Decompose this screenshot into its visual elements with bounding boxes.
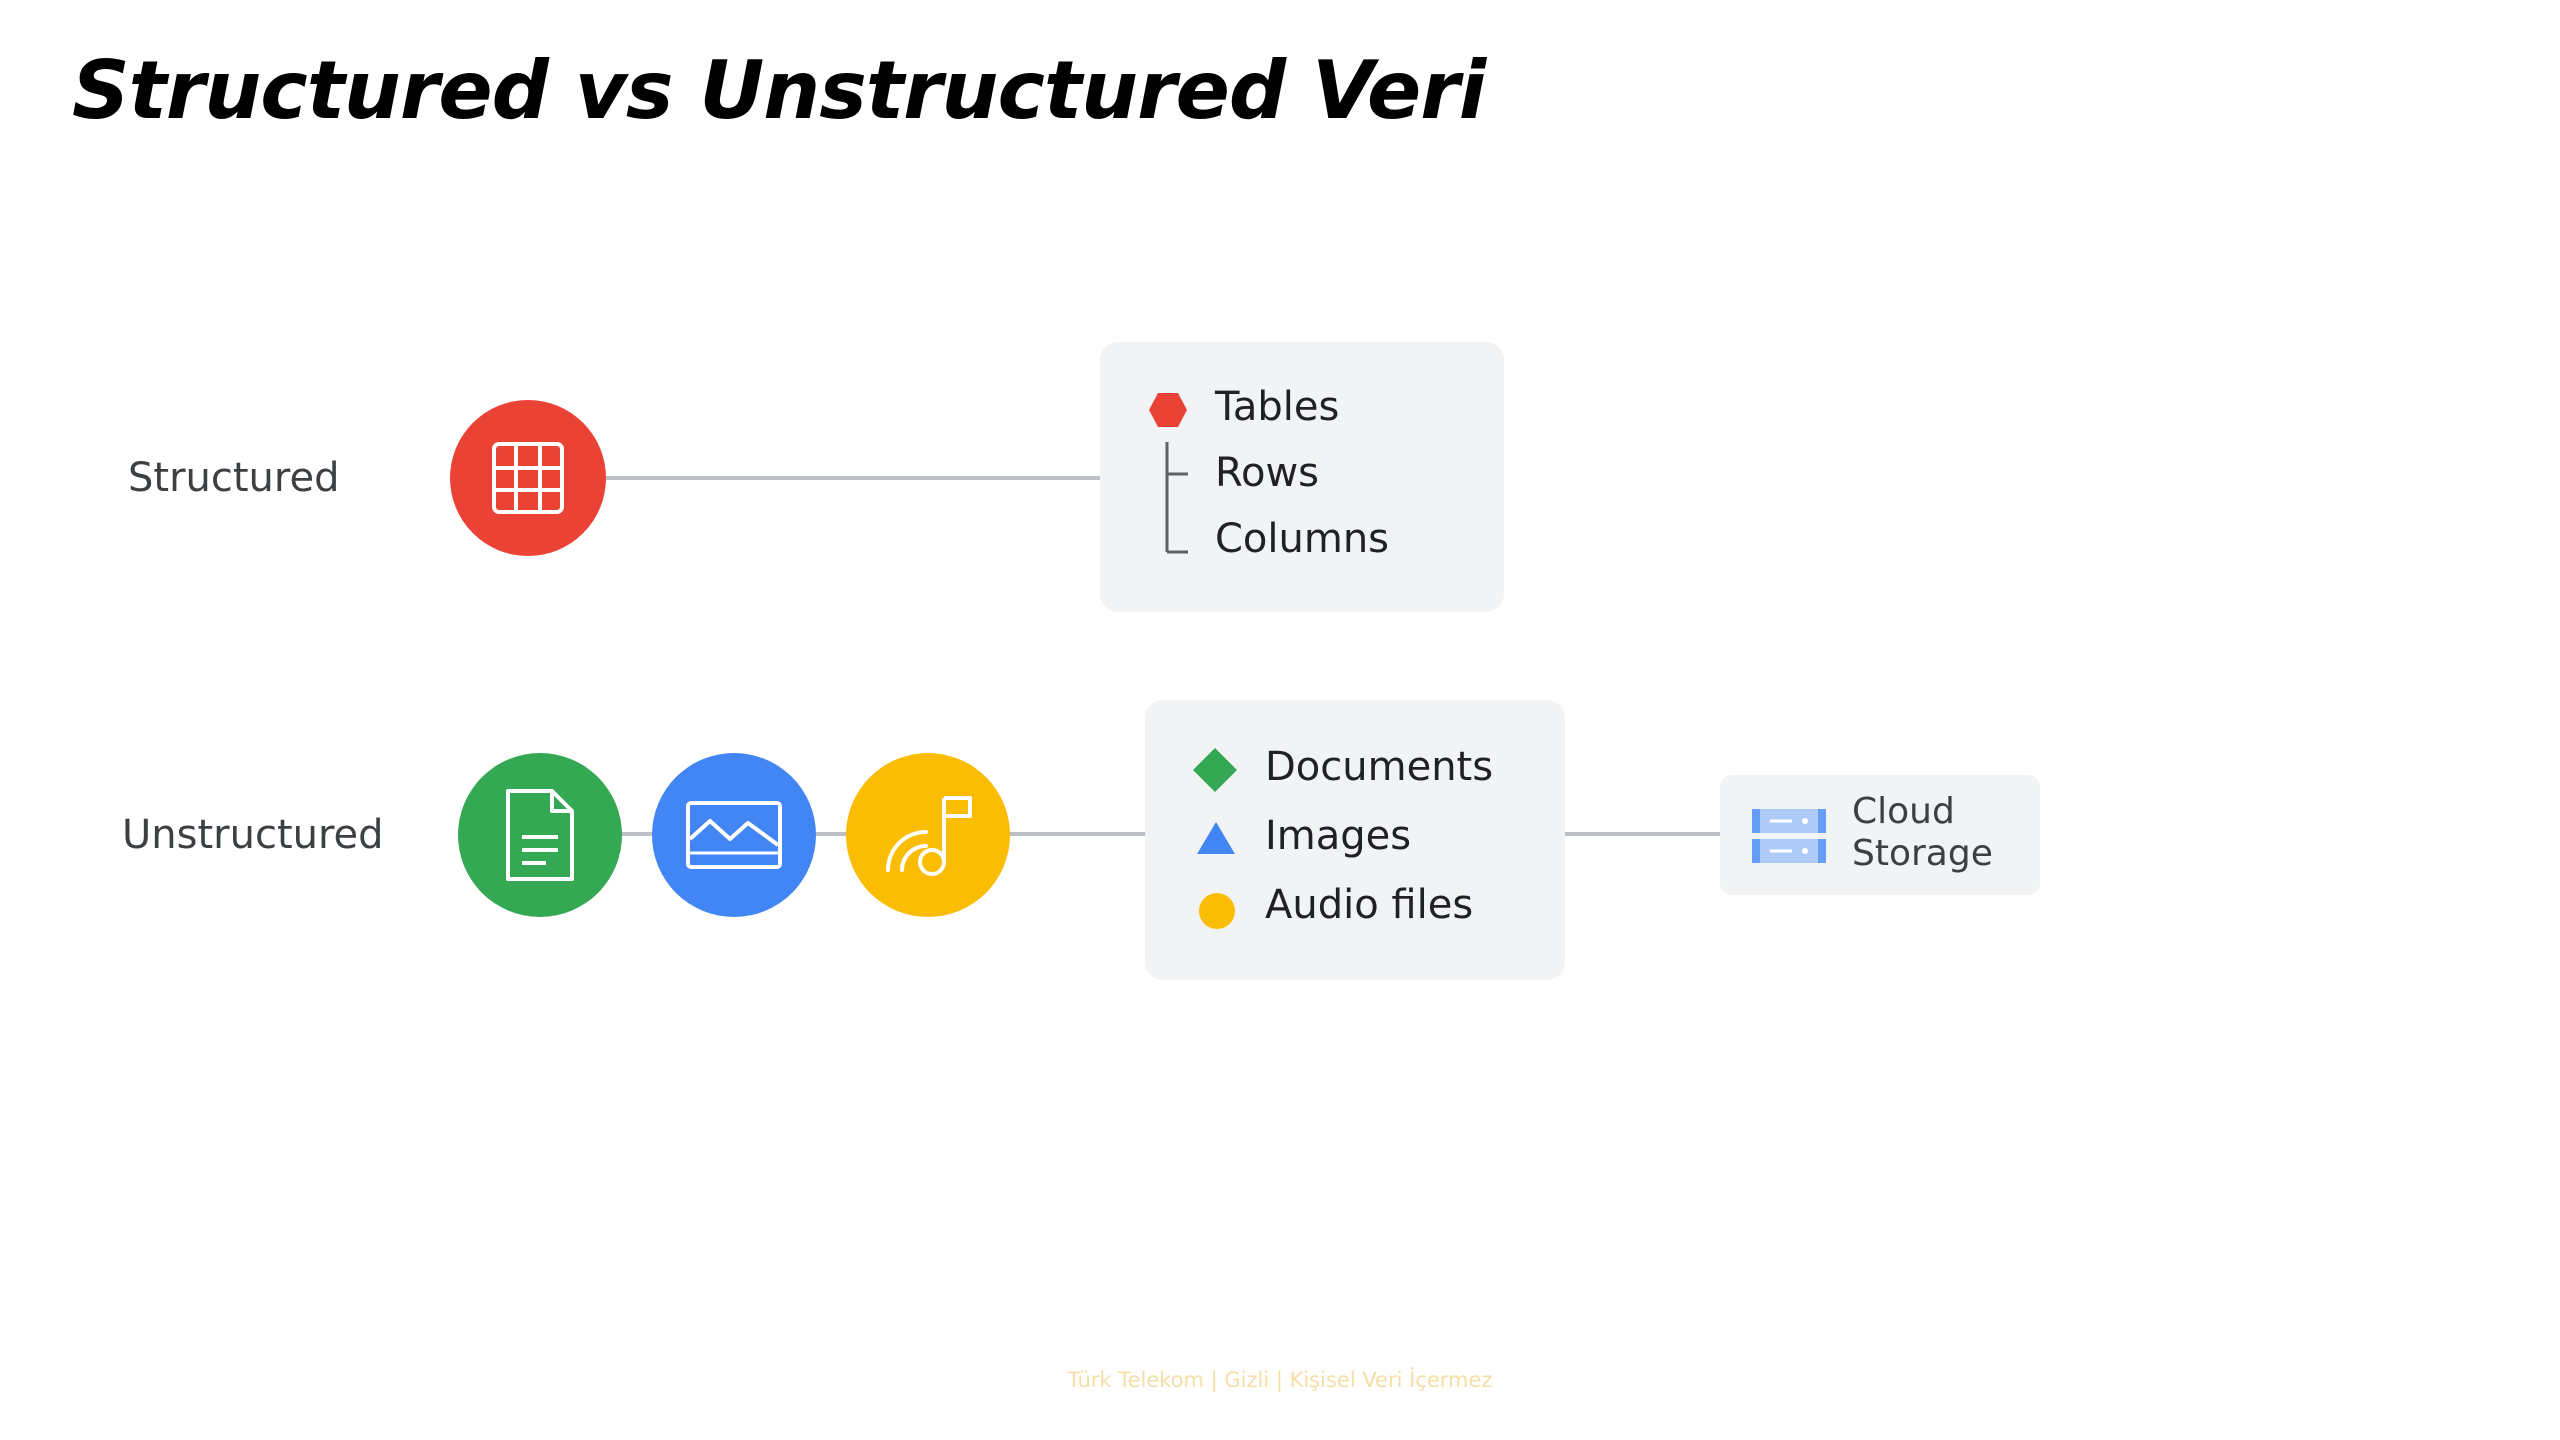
- table-icon: [492, 442, 564, 514]
- audio-circle: [846, 753, 1010, 917]
- dot-icon: [1199, 893, 1235, 929]
- structured-label: Structured: [128, 455, 340, 501]
- page-title: Structured vs Unstructured Veri: [72, 44, 1486, 137]
- cloud-storage-line2: Storage: [1852, 833, 1993, 874]
- storage-connector: [1565, 832, 1725, 836]
- list-item-rows: Rows: [1215, 450, 1320, 496]
- hexagon-icon: [1149, 393, 1187, 427]
- list-item-documents: Documents: [1265, 744, 1494, 790]
- cloud-storage-card: Cloud Storage: [1720, 775, 2040, 895]
- cloud-storage-icon: [1752, 809, 1826, 863]
- cloud-storage-label: Cloud Storage: [1852, 791, 1993, 875]
- list-item-tables: Tables: [1215, 384, 1340, 430]
- document-circle: [458, 753, 622, 917]
- triangle-icon: [1197, 822, 1235, 854]
- diamond-icon: [1193, 748, 1237, 792]
- tree-connector: [1165, 442, 1188, 554]
- document-icon: [506, 789, 574, 881]
- structured-connector: [600, 476, 1100, 480]
- structured-card: Tables Rows Columns: [1100, 342, 1504, 612]
- structured-circle: [450, 400, 606, 556]
- list-item-audio-files: Audio files: [1265, 882, 1474, 928]
- unstructured-card: Documents Images Audio files: [1145, 700, 1565, 980]
- list-item-images: Images: [1265, 813, 1412, 859]
- footer-classification: Türk Telekom | Gizli | Kişisel Veri İçer…: [1067, 1368, 1493, 1392]
- list-item-columns: Columns: [1215, 516, 1390, 562]
- unstructured-connector: [540, 832, 1145, 836]
- audio-icon: [886, 796, 972, 876]
- cloud-storage-line1: Cloud: [1852, 791, 1955, 832]
- image-circle: [652, 753, 816, 917]
- unstructured-label: Unstructured: [122, 812, 384, 858]
- image-icon: [686, 801, 782, 869]
